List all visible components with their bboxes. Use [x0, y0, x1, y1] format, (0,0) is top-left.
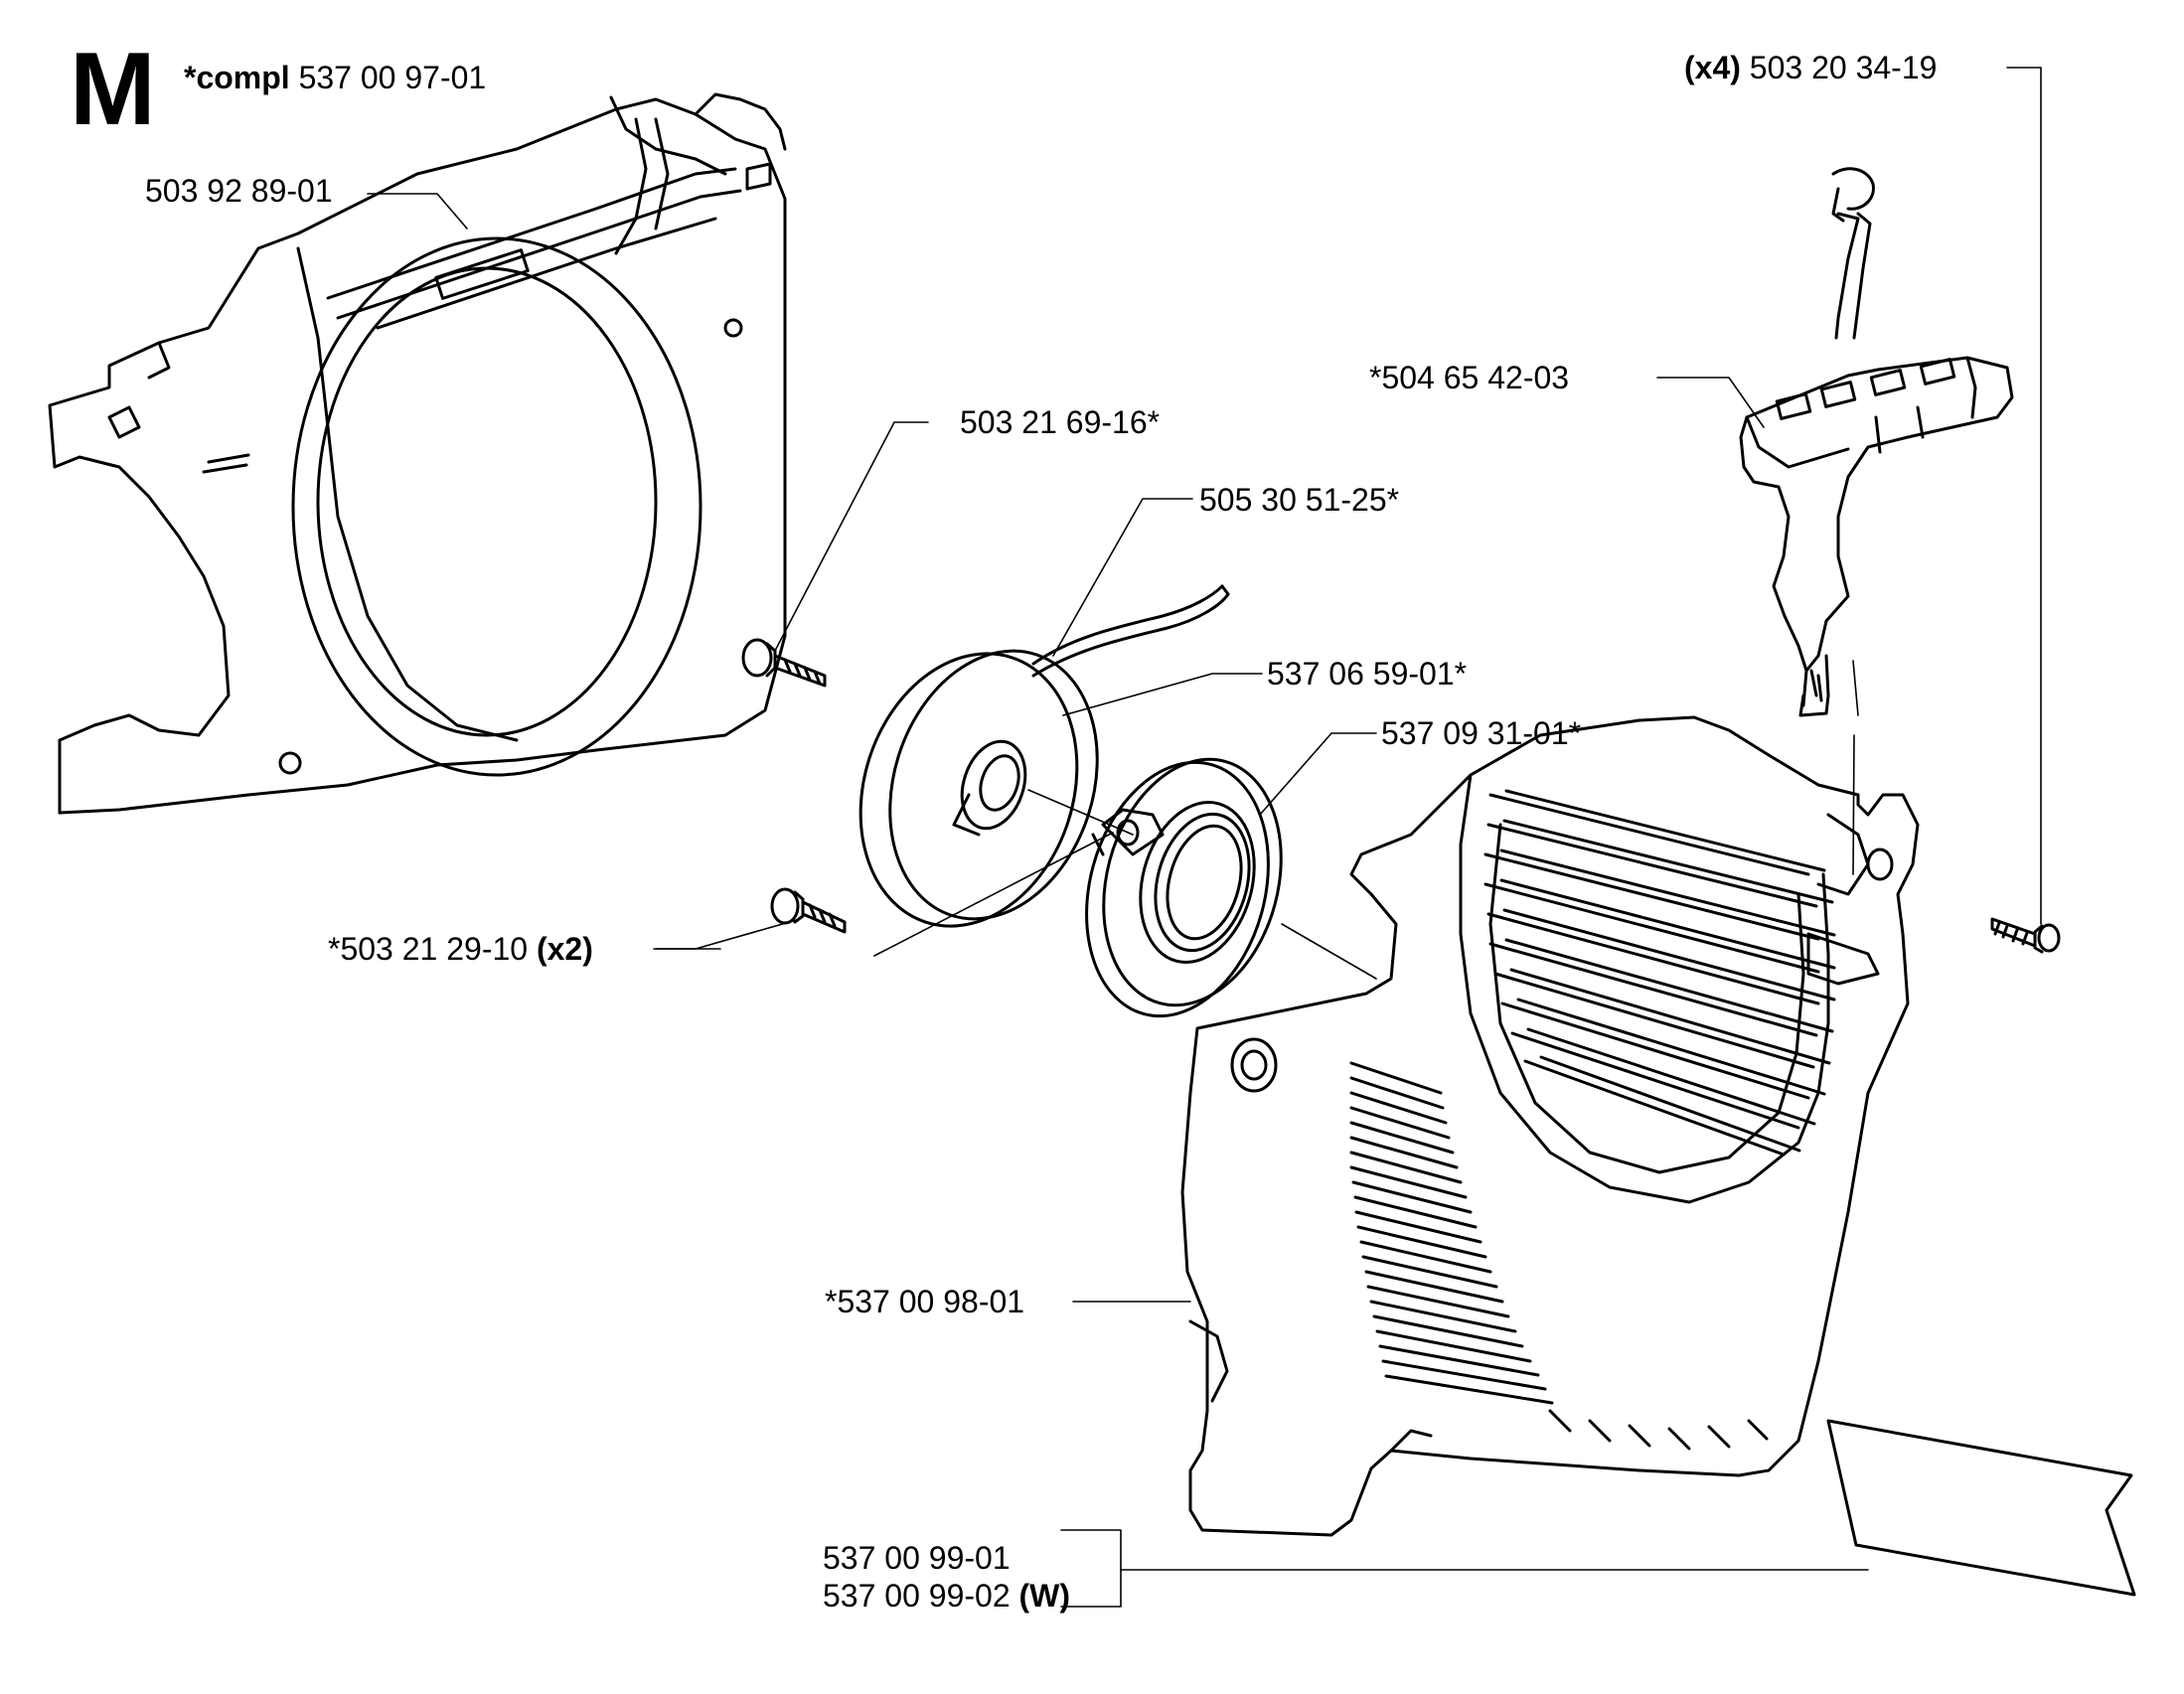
- section-letter: M: [70, 32, 156, 147]
- label-starter-rope: 505 30 51-25*: [1199, 482, 1400, 518]
- cover-screw-part-number: 503 20 34-19: [1749, 50, 1938, 85]
- label-starter-cover: *537 00 98-01: [825, 1284, 1025, 1319]
- decal-part: [1826, 1419, 2136, 1597]
- label-recoil-spring: 537 09 31-01*: [1381, 715, 1582, 751]
- label-starter-handle: *504 65 42-03: [1369, 360, 1570, 395]
- spring-screw-part-number: *503 21 29-10: [328, 931, 529, 967]
- starter-cover-vents: [1349, 789, 1836, 1451]
- label-starter-pulley: 537 06 59-01*: [1267, 656, 1468, 692]
- leader-lines: [367, 67, 2042, 1608]
- spring-screw-qty: (x2): [536, 931, 593, 967]
- label-decal-1: 537 00 99-01: [823, 1540, 1011, 1576]
- compl-label: *compl 537 00 97-01: [184, 60, 486, 95]
- decal-2-part-number: 537 00 99-02: [823, 1578, 1011, 1614]
- label-spring-screw: *503 21 29-10 (x2): [328, 931, 593, 967]
- label-housing-cover: 503 92 89-01: [145, 173, 333, 209]
- starter-handle-part: [1739, 167, 2014, 717]
- cover-screw-qty: (x4): [1684, 50, 1741, 85]
- compl-part-number: 537 00 97-01: [298, 60, 487, 95]
- spring-screw-part: [770, 887, 847, 934]
- starter-cover-part: [1180, 715, 1920, 1537]
- label-cover-screw: (x4) 503 20 34-19: [1684, 50, 1937, 85]
- decal-2-suffix: (W): [1018, 1578, 1071, 1614]
- recoil-spring-part: [1085, 757, 1283, 1018]
- starter-rope-part: [1031, 584, 1230, 678]
- starter-pulley-part: [858, 649, 1099, 928]
- label-pulley-screw: 503 21 69-16*: [960, 404, 1161, 440]
- label-decal-2: 537 00 99-02 (W): [823, 1578, 1070, 1614]
- cover-screw-part: [1990, 917, 2061, 954]
- housing-cover-part: [48, 92, 787, 815]
- pulley-screw-part: [741, 638, 827, 688]
- compl-prefix: *compl: [184, 60, 290, 95]
